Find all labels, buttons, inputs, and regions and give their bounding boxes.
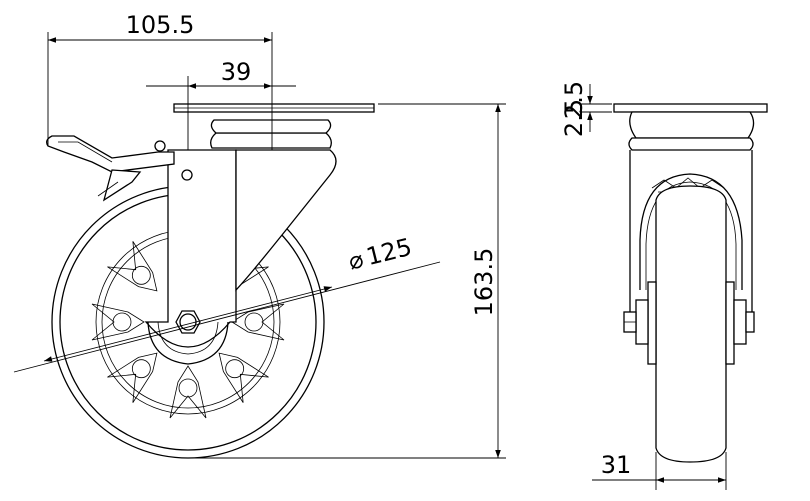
fork-leg — [144, 149, 237, 348]
swivel-bearing-lower — [210, 132, 332, 149]
front-fork-outer — [629, 150, 753, 320]
front-bearing-upper — [629, 111, 755, 139]
front-bearing-lower — [628, 137, 754, 151]
front-fork-arch — [639, 173, 743, 290]
side-view — [46, 103, 375, 459]
dimension-wheel-width: 31 — [592, 451, 727, 490]
front-wheel — [655, 185, 727, 463]
plate-thickness-top-label: 2.5 — [560, 81, 588, 119]
plate-thickness-bottom-label: 2.5 — [560, 99, 588, 137]
dimension-offset: 39 — [146, 58, 296, 150]
fork-side-plate — [235, 149, 337, 292]
front-view — [613, 103, 768, 463]
dimension-overall-height: 163.5 — [190, 103, 506, 459]
front-axle — [623, 281, 755, 365]
fork-hole — [181, 169, 193, 181]
front-top-plate — [613, 103, 768, 113]
overall-width-label: 105.5 — [126, 11, 195, 39]
overall-height-label: 163.5 — [470, 248, 498, 317]
dimension-plate-thickness: 2.5 2.5 — [560, 81, 612, 137]
wheel-width-label: 31 — [601, 451, 632, 479]
brake-lever — [46, 135, 175, 202]
diameter-symbol: ⌀ — [345, 245, 366, 276]
wheel-diameter-label: ⌀125 — [345, 233, 414, 276]
swivel-bearing-upper — [210, 119, 332, 134]
offset-label: 39 — [221, 58, 252, 86]
dimension-overall-width: 105.5 — [47, 11, 273, 150]
front-fork-arch-inner — [645, 181, 737, 290]
